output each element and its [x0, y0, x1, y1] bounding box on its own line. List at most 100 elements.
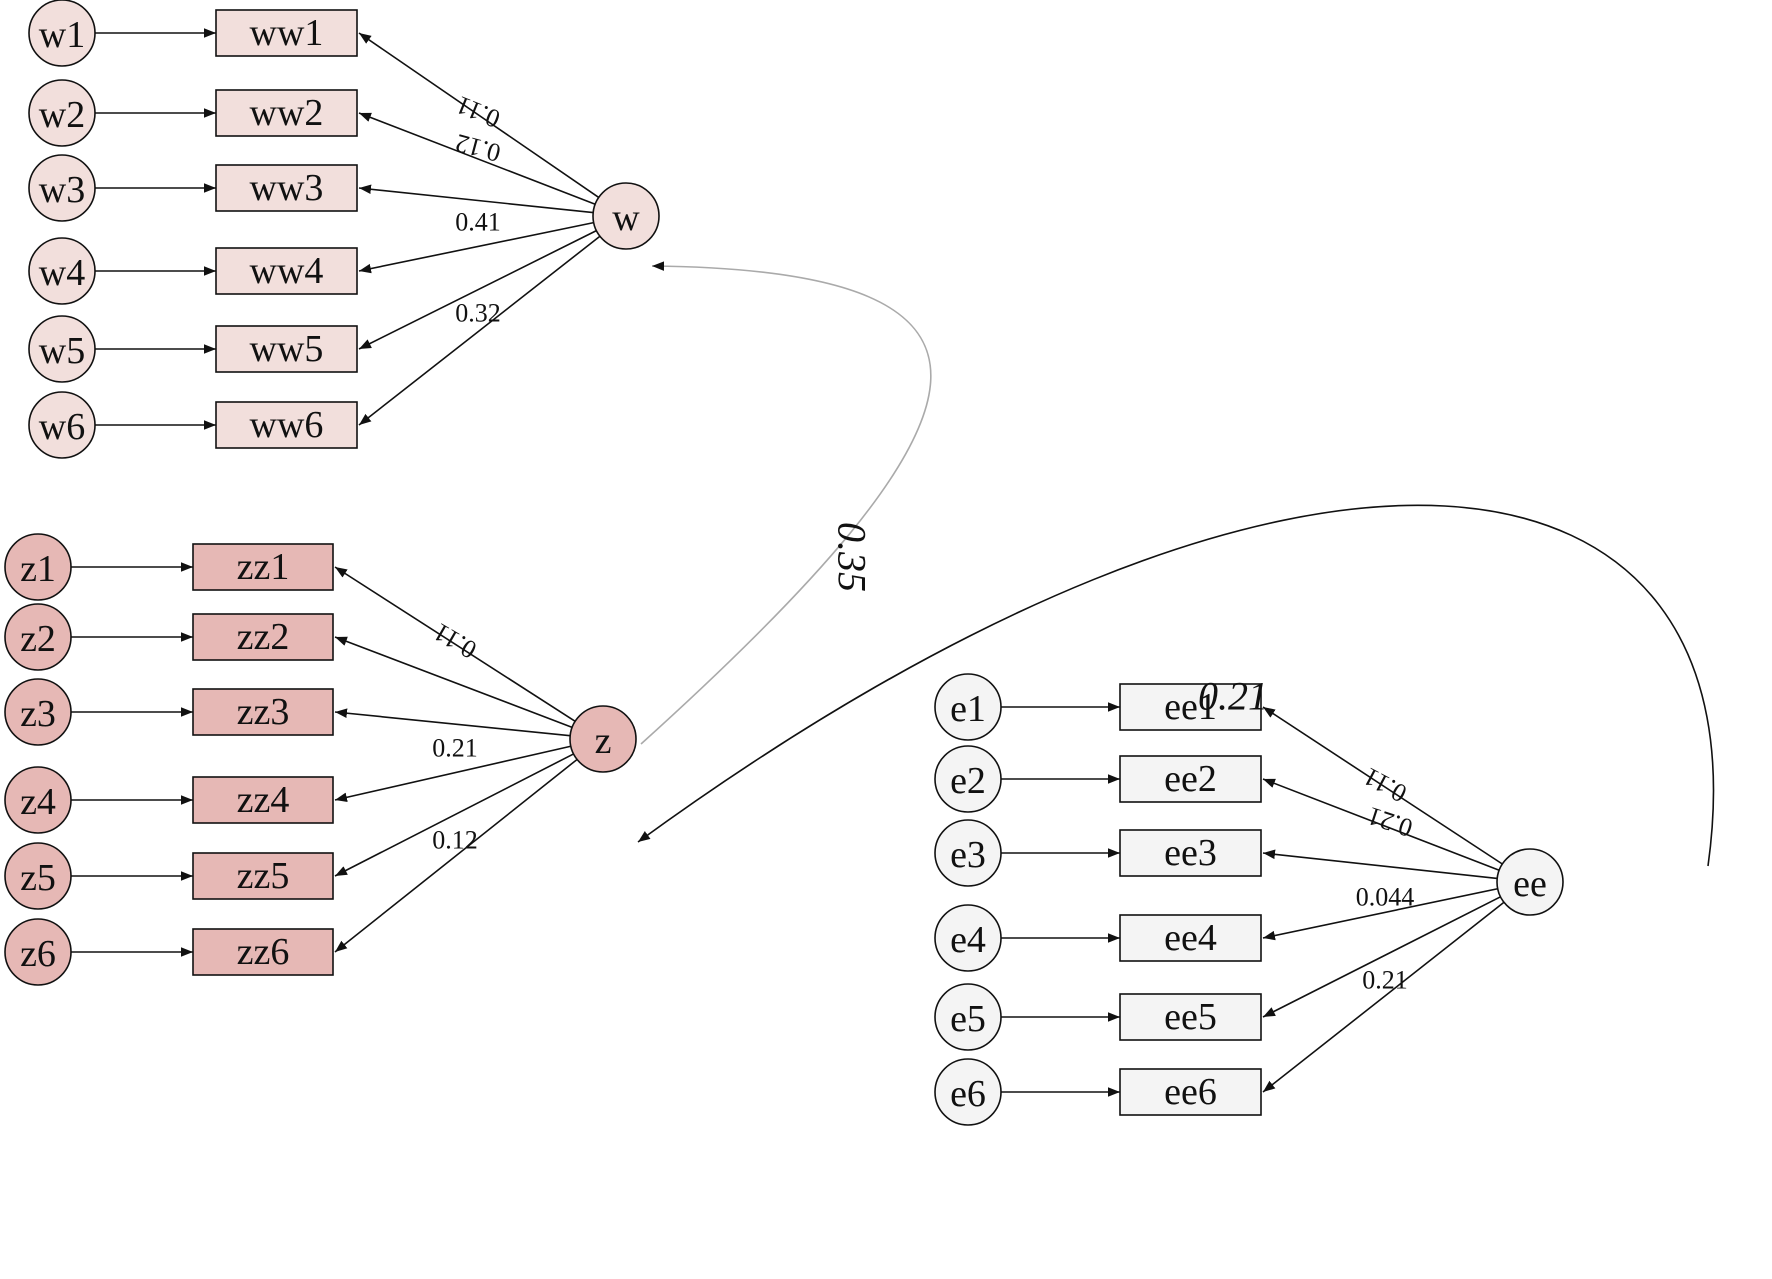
error-term-label: w2: [39, 94, 85, 136]
error-term-label: z6: [20, 933, 56, 975]
loading-path-arrow: [1262, 887, 1498, 941]
indicator-label: zz6: [237, 931, 290, 973]
indicator-box: [192, 928, 334, 976]
loading-path-arrow: [1262, 896, 1501, 1018]
latent-variable-label: ee: [1513, 863, 1547, 905]
loading-path-arrow: [334, 758, 578, 953]
latent-variable-circle: [592, 182, 660, 250]
loading-path-arrow: [334, 745, 571, 803]
error-term-label: z3: [20, 693, 56, 735]
error-term-label: e4: [950, 919, 986, 961]
indicator-box: [192, 776, 334, 824]
loading-path-arrow: [1262, 706, 1503, 865]
loading-coefficient: 0.11: [428, 617, 481, 664]
loading-path-arrow: [358, 235, 601, 426]
loading-coefficient: 0.12: [452, 128, 503, 168]
error-term-label: w6: [39, 406, 85, 448]
loading-path-arrow: [358, 221, 594, 274]
indicator-label: ww3: [250, 167, 324, 209]
error-term-label: z4: [20, 781, 56, 823]
loading-path-arrow: [358, 32, 600, 199]
loading-path-arrow: [1262, 849, 1498, 880]
error-term-circle: [934, 1058, 1002, 1126]
loading-path-arrow: [334, 753, 574, 877]
error-term-circle: [4, 533, 72, 601]
indicator-label: ww6: [250, 404, 324, 446]
error-term-label: e3: [950, 834, 986, 876]
indicator-box: [192, 852, 334, 900]
loading-coefficient: 0.12: [432, 826, 478, 855]
error-term-circle: [4, 603, 72, 671]
indicator-box: [192, 543, 334, 591]
loading-coefficient: 0.32: [455, 299, 501, 328]
error-term-circle: [28, 154, 96, 222]
indicator-box: [192, 613, 334, 661]
loading-path-arrow: [334, 708, 571, 737]
loading-path-arrow: [358, 112, 596, 205]
error-term-label: w3: [39, 169, 85, 211]
latent-variable-label: z: [595, 720, 612, 762]
indicator-box: [215, 325, 358, 373]
latent-variable-circle: [1496, 848, 1564, 916]
error-term-circle: [28, 391, 96, 459]
error-term-circle: [28, 79, 96, 147]
error-term-circle: [28, 0, 96, 67]
loading-path-arrow: [1262, 778, 1500, 871]
latent-variable-circle: [569, 705, 637, 773]
indicator-box: [1119, 755, 1262, 803]
covariance-coefficient: 0.35: [830, 522, 875, 592]
indicator-label: ww5: [250, 328, 324, 370]
indicator-box: [215, 401, 358, 449]
error-term-circle: [4, 766, 72, 834]
indicator-label: zz3: [237, 691, 290, 733]
covariance-curve: [637, 504, 1715, 867]
edges-layer: [71, 28, 1715, 1097]
indicator-label: ee6: [1164, 1071, 1217, 1113]
loading-coefficient: 0.044: [1356, 883, 1415, 912]
error-term-label: z2: [20, 618, 56, 660]
error-term-label: e6: [950, 1073, 986, 1115]
indicator-box: [215, 89, 358, 137]
error-term-label: e1: [950, 688, 986, 730]
loading-path-arrow: [334, 636, 573, 729]
indicator-box: [1119, 993, 1262, 1041]
loading-coefficient: 0.21: [1362, 966, 1408, 995]
error-term-circle: [28, 315, 96, 383]
indicator-label: ee1: [1164, 686, 1217, 728]
error-term-label: w1: [39, 14, 85, 56]
loading-path-arrow: [334, 566, 576, 722]
indicator-label: ww2: [250, 92, 324, 134]
error-term-circle: [4, 678, 72, 746]
indicator-label: ww1: [250, 12, 324, 54]
error-term-circle: [934, 983, 1002, 1051]
indicator-box: [192, 688, 334, 736]
indicator-label: ee3: [1164, 832, 1217, 874]
indicator-label: ee2: [1164, 758, 1217, 800]
loading-path-arrow: [358, 229, 597, 350]
error-term-circle: [28, 237, 96, 305]
loading-coefficient: 0.41: [455, 208, 501, 237]
indicator-box: [1119, 829, 1262, 877]
loading-coefficient: 0.11: [452, 90, 504, 134]
loading-coefficient: 0.21: [1364, 801, 1416, 843]
indicator-label: ee4: [1164, 917, 1217, 959]
error-term-label: w4: [39, 252, 85, 294]
error-term-label: e5: [950, 998, 986, 1040]
error-term-circle: [4, 918, 72, 986]
indicator-box: [215, 164, 358, 212]
latent-variable-label: w: [612, 197, 640, 239]
loading-path-arrow: [358, 184, 594, 214]
loading-path-arrow: [1262, 901, 1505, 1093]
error-term-circle: [934, 819, 1002, 887]
indicator-box: [1119, 683, 1262, 731]
error-term-label: z1: [20, 548, 56, 590]
indicator-box: [215, 247, 358, 295]
indicator-box: [1119, 914, 1262, 962]
indicator-label: zz4: [237, 779, 290, 821]
loading-coefficient: 0.21: [432, 734, 478, 763]
error-term-label: w5: [39, 330, 85, 372]
indicator-box: [215, 9, 358, 57]
error-term-circle: [934, 673, 1002, 741]
